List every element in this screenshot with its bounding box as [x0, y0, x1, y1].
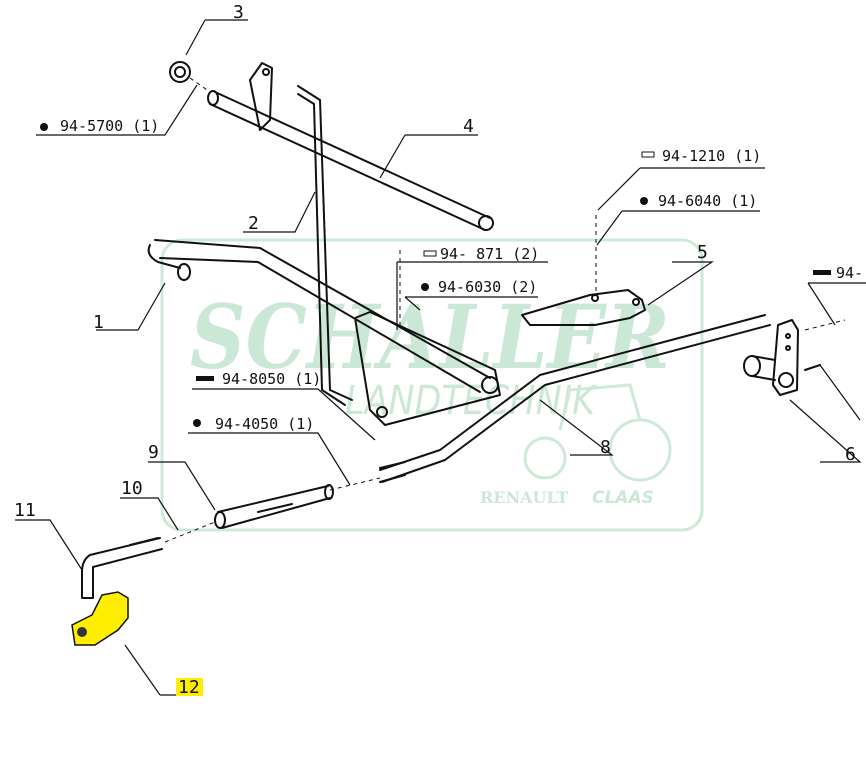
callout-10[interactable]: 10	[121, 478, 143, 499]
part-3-nut[interactable]	[169, 61, 191, 83]
callout-9[interactable]: 9	[148, 442, 159, 463]
ref-94-5700[interactable]: 94-5700 (1)	[60, 117, 159, 135]
part-4-shaft[interactable]	[207, 62, 494, 231]
watermark-frame	[160, 238, 704, 532]
ref-94-6030[interactable]: 94-6030 (2)	[438, 278, 537, 296]
bolt-icon	[423, 250, 437, 257]
part-6-arm[interactable]	[743, 319, 821, 396]
bolt-icon	[641, 151, 655, 158]
part-1-lever[interactable]	[147, 239, 501, 426]
callout-12-highlight	[176, 678, 203, 696]
bolt-icon	[196, 376, 214, 381]
part-11-crank[interactable]	[81, 537, 163, 599]
part-2-rod[interactable]	[297, 85, 353, 406]
callout-12[interactable]: 12	[178, 677, 200, 698]
ref-94-4050[interactable]: 94-4050 (1)	[215, 415, 314, 433]
watermark-claas: CLAAS	[592, 488, 654, 508]
callout-5[interactable]: 5	[697, 242, 708, 263]
leader-lines	[15, 19, 866, 696]
callout-11[interactable]: 11	[14, 500, 36, 521]
ref-94-871[interactable]: 94- 871 (2)	[440, 245, 539, 263]
watermark-sub: LANDTECHNIK	[345, 378, 597, 424]
assembly-lines	[164, 77, 846, 543]
bolt-icon	[813, 270, 831, 275]
callout-3[interactable]: 3	[233, 2, 244, 23]
ref-94-8050[interactable]: 94-8050 (1)	[222, 370, 321, 388]
watermark: SCHALLER LANDTECHNIK RENAULT CLAAS	[160, 238, 704, 532]
ref-94-6040[interactable]: 94-6040 (1)	[658, 192, 757, 210]
tractor-logo-icon	[523, 383, 672, 482]
nut-icon	[421, 283, 429, 291]
callout-4[interactable]: 4	[463, 116, 474, 137]
ref-94-1210[interactable]: 94-1210 (1)	[662, 147, 761, 165]
callout-8[interactable]: 8	[600, 437, 611, 458]
callout-2[interactable]: 2	[248, 213, 259, 234]
watermark-renault: RENAULT	[480, 488, 568, 507]
callout-1[interactable]: 1	[93, 312, 104, 333]
nut-icon	[193, 419, 201, 427]
part-9-tube[interactable]	[214, 484, 334, 529]
part-5-bracket[interactable]	[521, 289, 646, 326]
callout-6[interactable]: 6	[845, 444, 856, 465]
part-8-link-rod[interactable]	[379, 314, 771, 483]
nut-icon	[640, 197, 648, 205]
ref-94-cut[interactable]: 94-	[836, 264, 863, 282]
part-12-highlighted[interactable]	[71, 591, 129, 646]
callouts: 3 4 2 1 5 8 6 9 10 11 12	[14, 2, 856, 698]
hardware-refs: 94-5700 (1) 94-1210 (1) 94-6040 (1) 94- …	[40, 117, 863, 433]
watermark-brand: SCHALLER	[190, 285, 670, 389]
nut-icon	[40, 123, 48, 131]
